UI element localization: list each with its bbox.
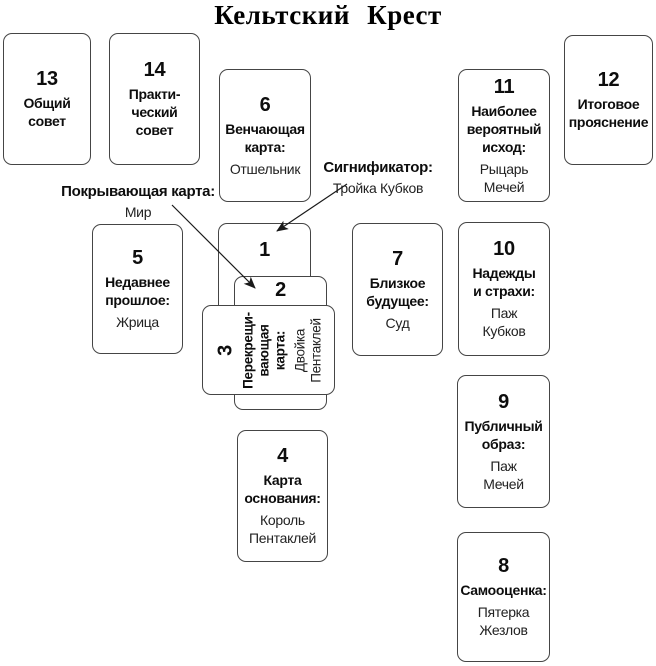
- page-title: Кельтский Крест: [214, 0, 442, 30]
- card-drawn-name: Жрица: [116, 314, 159, 330]
- card-drawn-name: Двойка Пентаклей: [291, 317, 323, 383]
- card-position-title: Перекрещи- вающая карта:: [239, 311, 287, 389]
- card-9: 9 Публичный образ: Паж Мечей: [457, 375, 550, 508]
- card-number: 4: [277, 445, 288, 467]
- card-drawn-name: Пятерка Жезлов: [477, 604, 530, 638]
- card-7: 7 Близкое будущее: Суд: [352, 223, 443, 356]
- card-number: 11: [493, 75, 515, 98]
- significator-card-name: Тройка Кубков: [332, 180, 424, 196]
- card-8: 8 Самооценка: Пятерка Жезлов: [457, 532, 550, 662]
- card-13: 13 Общий совет: [3, 33, 91, 165]
- card-14: 14 Практи- ческий совет: [109, 33, 200, 165]
- card-drawn-name: Паж Кубков: [482, 305, 526, 339]
- card-4: 4 Карта основания: Король Пентаклей: [237, 430, 328, 562]
- label-covering-card: Покрывающая карта: Мир: [53, 181, 223, 222]
- card-drawn-name: Отшельник: [229, 160, 301, 177]
- significator-title: Сигнификатор:: [323, 159, 433, 176]
- card-6: 6 Венчающая карта: Отшельник: [219, 69, 311, 202]
- card-position-title: Недавнее прошлое:: [105, 274, 170, 308]
- card-3-rotated-content: 3 Перекрещи- вающая карта: Двойка Пентак…: [202, 305, 335, 395]
- card-number: 7: [392, 247, 403, 270]
- card-number: 1: [259, 239, 270, 261]
- card-number: 12: [597, 69, 620, 91]
- card-number: 10: [493, 238, 515, 260]
- card-drawn-name: Король Пентаклей: [249, 512, 316, 546]
- card-position-title: Карта основания:: [244, 472, 321, 506]
- card-position-title: Самооценка:: [460, 582, 547, 598]
- card-11: 11 Наиболее вероятный исход: Рыцарь Мече…: [458, 69, 550, 202]
- card-number: 14: [143, 59, 166, 81]
- card-12: 12 Итоговое прояснение: [564, 35, 653, 165]
- card-position-title: Венчающая карта:: [225, 120, 305, 155]
- card-5: 5 Недавнее прошлое: Жрица: [92, 224, 183, 354]
- card-position-title: Общий совет: [23, 95, 71, 129]
- card-drawn-name: Паж Мечей: [483, 457, 524, 492]
- card-position-title: Надежды и страхи:: [472, 265, 536, 299]
- card-position-title: Близкое будущее:: [366, 274, 429, 309]
- card-number: 13: [36, 68, 58, 90]
- covering-card-name: Мир: [124, 204, 152, 220]
- card-drawn-name: Рыцарь Мечей: [479, 160, 529, 195]
- card-drawn-name: Суд: [385, 314, 410, 331]
- card-position-title: Наиболее вероятный исход:: [466, 102, 542, 155]
- card-number: 9: [498, 390, 509, 413]
- card-number: 8: [498, 555, 509, 577]
- card-number: 6: [259, 93, 271, 116]
- card-10: 10 Надежды и страхи: Паж Кубков: [458, 222, 550, 356]
- card-position-title: Публичный образ:: [464, 417, 543, 452]
- covering-card-title: Покрывающая карта:: [61, 183, 215, 200]
- card-number: 5: [132, 247, 143, 269]
- card-number: 3: [213, 344, 236, 356]
- card-position-title: Практи- ческий совет: [128, 86, 181, 138]
- card-position-title: Итоговое прояснение: [568, 96, 649, 130]
- label-significator: Сигнификатор: Тройка Кубков: [312, 157, 444, 198]
- card-number: 2: [275, 279, 286, 301]
- card-3: 3 Перекрещи- вающая карта: Двойка Пентак…: [202, 305, 335, 395]
